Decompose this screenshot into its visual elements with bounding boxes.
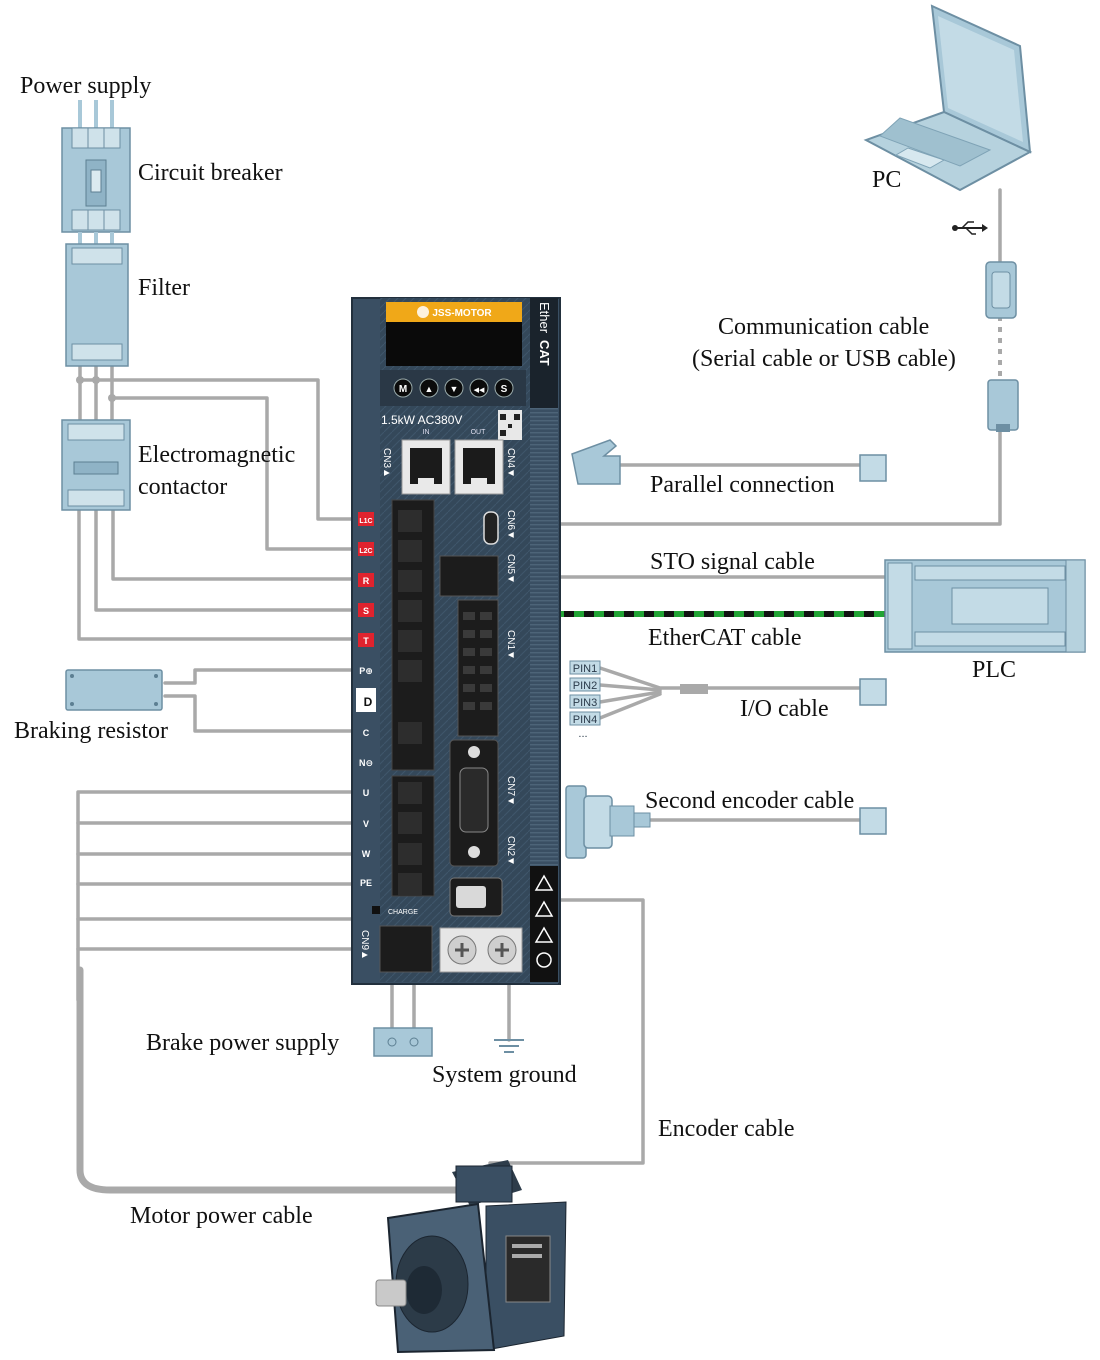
label-parallel-connection: Parallel connection [650,472,835,498]
terminal-p: P⊕ [359,666,373,676]
rj45-in-port[interactable] [401,439,451,495]
hot-surface-icon [534,926,554,943]
plc-device [884,559,1086,653]
label-pc: PC [872,167,901,193]
label-comm-cable-2: (Serial cable or USB cable) [692,346,956,372]
braking-resistor-device [65,669,163,711]
terminal-u: U [363,788,370,798]
cn6-label: CN6▼ [505,510,516,540]
button-set[interactable] [494,378,514,398]
terminal-t: T [363,636,369,646]
terminal-s: S [363,606,369,616]
usb-icon [952,221,988,235]
serial-connector-icon [985,261,1017,319]
system-ground-icon [494,1039,524,1053]
servo-motor [375,1160,567,1354]
port-in-label: IN [423,429,430,436]
usb-plug-icon [987,379,1019,432]
label-contactor-2: contactor [138,474,227,500]
brand-logo-icon [417,306,429,318]
label-circuit-breaker: Circuit breaker [138,160,283,186]
rj45-plug-icon [571,439,887,485]
labels: Power supply Circuit breaker Filter Elec… [14,73,1016,1229]
label-contactor-1: Electromagnetic [138,442,295,468]
label-power-supply: Power supply [20,73,151,99]
label-filter: Filter [138,275,190,301]
terminal-c: C [363,728,370,738]
servo-drive: JSS-MOTOR M ▲ ▼ ◀◀ S Ether CAT 1.5kW AC3… [351,297,561,985]
label-braking-resistor: Braking resistor [14,718,168,744]
terminal-pe: PE [360,878,372,888]
cn2-label: CN2▼ [505,836,516,866]
button-down[interactable] [444,378,464,398]
button-up[interactable] [419,378,439,398]
second-encoder-end-box [859,807,887,835]
cn1-label: CN1▼ [505,630,516,660]
terminal-r: R [363,576,370,586]
button-shift[interactable] [469,378,489,398]
button-set-label: S [501,384,508,395]
port-out-label: OUT [471,429,487,436]
cn4-label: CN4▼ [505,448,516,478]
label-encoder-cable: Encoder cable [658,1116,795,1142]
terminal-v: V [363,819,369,829]
wires [76,188,1002,1194]
circuit-breaker-device [61,127,131,244]
caution-icon [534,900,554,917]
button-m-label: M [399,384,407,395]
label-system-ground: System ground [432,1062,577,1088]
contactor-device [61,419,131,511]
io-pin-more: ... [578,728,587,740]
io-end-box [859,678,887,706]
ethercat-logo-cat: CAT [537,340,552,366]
rj45-out-port[interactable] [454,439,504,495]
keypad: M ▲ ▼ ◀◀ S [393,378,514,398]
filter-device [65,243,129,402]
label-comm-cable-1: Communication cable [718,314,929,340]
io-pin-4: PIN4 [573,714,597,726]
terminal-d: D [364,695,373,709]
label-sto-signal-cable: STO signal cable [650,549,815,575]
ethercat-logo-ether: Ether [537,302,552,334]
electric-warning-icon [534,874,554,891]
io-pin-3: PIN3 [573,697,597,709]
power-supply-lines [78,100,114,128]
label-ethercat-cable: EtherCAT cable [648,625,802,651]
cn5-sto-port[interactable] [439,555,499,597]
terminal-w: W [362,849,371,859]
label-io-cable: I/O cable [740,696,829,722]
cn7-label: CN7▼ [505,776,516,806]
button-down-label: ▼ [450,384,459,394]
cn3-label: CN3▲ [381,448,392,478]
charge-label: CHARGE [388,909,418,916]
second-encoder-connector-icon [565,785,887,859]
warning-icons [530,866,558,982]
button-up-label: ▲ [425,384,434,394]
button-shift-label: ◀◀ [474,387,485,394]
label-second-encoder-cable: Second encoder cable [645,788,854,814]
brake-power-supply-device [373,1027,433,1057]
cn9-label: CN9▲ [359,930,370,960]
drive-rating: 1.5kW AC380V [381,413,462,427]
terminal-l2c: L2C [359,548,372,555]
laptop-icon [863,4,1033,192]
io-pin-2: PIN2 [573,680,597,692]
drive-brand: JSS-MOTOR [432,308,492,319]
terminal-l1c: L1C [359,518,372,525]
cn5-label: CN5▼ [505,554,516,584]
label-plc: PLC [972,657,1016,683]
io-pin-1: PIN1 [573,663,597,675]
button-m[interactable] [393,378,413,398]
ground-symbol-icon [536,952,552,968]
label-brake-power-supply: Brake power supply [146,1030,339,1056]
parallel-end-box [859,454,887,482]
cn9-brake-port[interactable] [379,925,433,973]
terminal-n: N⊖ [359,758,373,768]
label-motor-power-cable: Motor power cable [130,1203,313,1229]
cn6-usb-port[interactable] [483,511,499,545]
io-pins: PIN1 PIN2 PIN3 PIN4 ... [569,660,887,740]
